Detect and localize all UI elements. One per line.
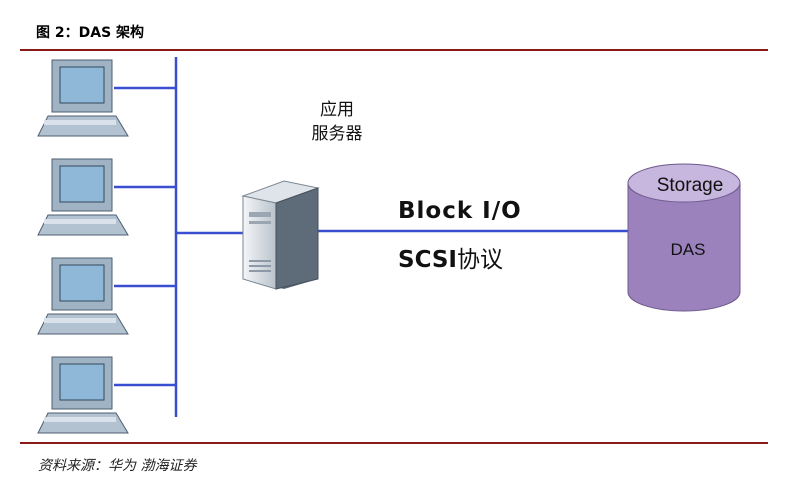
server-tower-icon: [241, 180, 320, 290]
client-computer-icon: [37, 257, 129, 335]
client-computer-icon: [37, 59, 129, 137]
bottom-rule: [20, 442, 768, 444]
storage-cylinder-icon: [627, 163, 741, 312]
top-rule: [20, 49, 768, 51]
protocol-scsi-text: SCSI: [398, 247, 457, 273]
network-links: [114, 57, 628, 417]
protocol-xieyi-text: 协议: [457, 247, 503, 273]
figure-title: 图 2：DAS 架构: [36, 25, 145, 41]
protocol-label-scsi: SCSI协议: [398, 240, 503, 274]
storage-title: Storage: [656, 175, 724, 196]
app-server-label-line2: 服务器: [311, 124, 363, 144]
protocol-label-block-io: Block I/O: [398, 198, 522, 224]
app-server-label: 应用 服务器: [302, 98, 372, 146]
app-server-label-line1: 应用: [320, 100, 354, 120]
storage-das-label: DAS: [670, 240, 706, 259]
source-note: 资料来源：华为 渤海证券: [38, 458, 197, 474]
client-computer-icon: [37, 158, 129, 236]
client-computer-icon: [37, 356, 129, 434]
